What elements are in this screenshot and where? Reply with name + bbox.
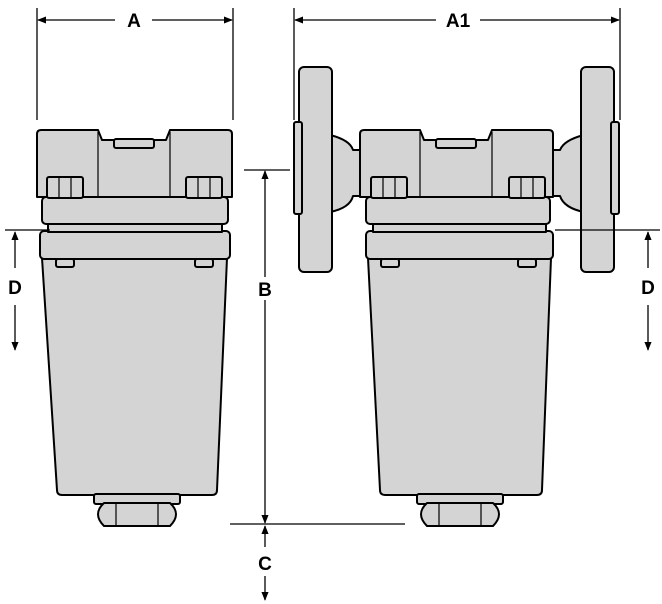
bolt-head — [194, 258, 214, 268]
bolt-head — [508, 176, 546, 199]
drain-plug — [97, 502, 177, 527]
dimension-d-left: D — [5, 229, 50, 351]
dimension-a: A — [36, 8, 234, 120]
inlet-pipe-stub — [329, 134, 361, 213]
bolt-head — [517, 258, 537, 268]
outlet-flange-face — [610, 121, 620, 215]
drain-plug — [420, 502, 500, 527]
cap-head — [359, 129, 554, 198]
threaded-strainer — [36, 129, 233, 527]
dim-a-label: A — [127, 11, 141, 32]
outlet-pipe-stub — [552, 134, 585, 213]
flanged-strainer — [293, 66, 620, 527]
inlet-flange — [298, 66, 333, 273]
bolt-head — [55, 258, 75, 268]
inlet-flange-face — [293, 121, 303, 215]
body-bowl — [367, 257, 552, 496]
dimension-b: B — [230, 169, 405, 525]
lower-flange-ring — [365, 230, 554, 260]
dim-d-right-label: D — [641, 278, 655, 299]
body-bowl — [41, 257, 228, 496]
bolt-head — [46, 176, 84, 199]
bolt-head — [370, 176, 408, 199]
cap-boss — [435, 138, 477, 149]
cap-boss — [113, 138, 155, 149]
dimension-d-right: D — [555, 229, 660, 351]
dimension-a1: A1 — [293, 8, 621, 120]
dim-d-left-label: D — [8, 278, 22, 299]
upper-flange-ring — [41, 196, 229, 225]
bolt-head — [185, 176, 223, 199]
cap-head — [36, 129, 233, 198]
bolt-head — [380, 258, 400, 268]
lower-flange-ring — [39, 230, 231, 260]
dim-b-label: B — [258, 280, 272, 301]
upper-flange-ring — [365, 196, 551, 225]
dimension-c: C — [258, 525, 272, 601]
outlet-flange — [580, 66, 615, 273]
dim-c-label: C — [258, 554, 272, 575]
dim-a1-label: A1 — [446, 11, 471, 32]
